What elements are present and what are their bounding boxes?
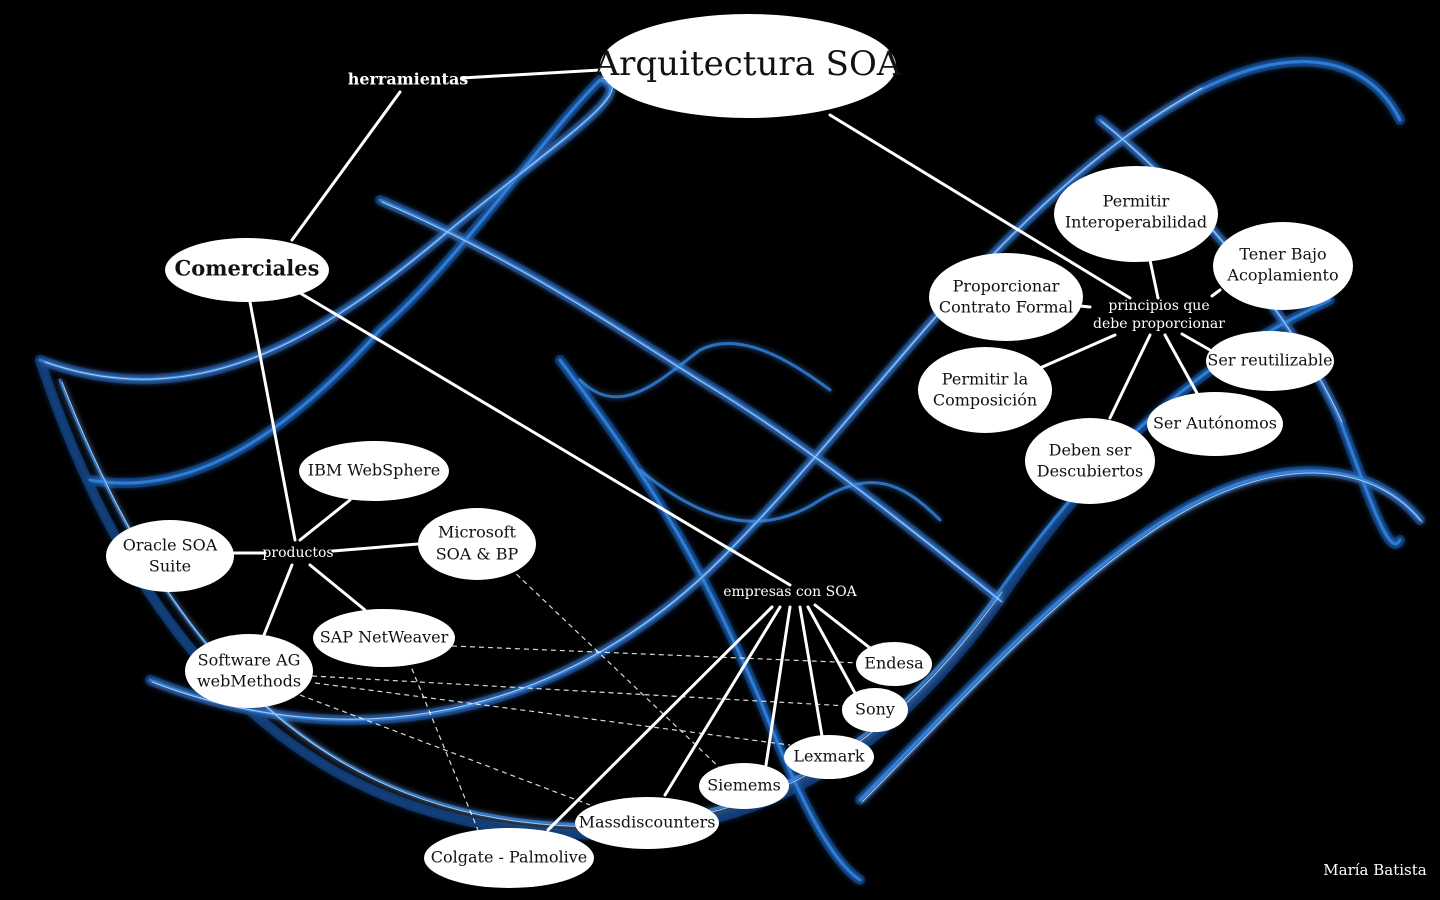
label-principios-line2: debe proporcionar xyxy=(1093,316,1225,332)
node-bajo-acoplamiento[interactable]: Tener Bajo Acoplamiento xyxy=(1213,222,1353,310)
edge-empresas-sony xyxy=(806,605,857,695)
edge-principios-interop xyxy=(1148,258,1160,300)
node-lexmark[interactable]: Lexmark xyxy=(784,735,874,779)
edge-principios-reutil xyxy=(1180,332,1212,352)
edge-empresas-siemems xyxy=(764,605,792,767)
edge-comerciales-productos xyxy=(248,300,297,542)
node-sony[interactable]: Sony xyxy=(842,688,908,732)
node-oracle-label-2: Suite xyxy=(149,557,191,576)
node-colgate-label: Colgate - Palmolive xyxy=(431,848,588,867)
node-contrato-label-2: Contrato Formal xyxy=(939,298,1073,317)
node-sap-label: SAP NetWeaver xyxy=(320,628,449,647)
node-descub-label-2: Descubiertos xyxy=(1037,462,1144,481)
fractal-background xyxy=(35,56,1425,885)
edge-empresas-massdiscounters xyxy=(663,605,782,797)
edge-empresas-endesa xyxy=(813,603,872,650)
dashed-relations xyxy=(299,567,861,836)
node-autonomos[interactable]: Ser Autónomos xyxy=(1147,392,1283,456)
node-oracle-soa-suite[interactable]: Oracle SOA Suite xyxy=(106,520,234,592)
node-microsoft-label-1: Microsoft xyxy=(438,523,517,542)
node-autonomos-label: Ser Autónomos xyxy=(1153,414,1277,433)
node-microsoft-soa-bp[interactable]: Microsoft SOA & BP xyxy=(418,508,536,580)
page-title: Arquitectura SOA xyxy=(594,44,902,84)
node-compos-label-2: Composición xyxy=(933,391,1037,410)
dash-microsoft-siemems xyxy=(509,567,723,771)
edge-empresas-lexmark xyxy=(798,605,824,738)
dash-softwareag-sony xyxy=(311,675,849,707)
edge-empresas-colgate xyxy=(546,605,774,832)
node-sap-netweaver[interactable]: SAP NetWeaver xyxy=(313,609,455,667)
edge-principios-compos xyxy=(1038,333,1117,370)
dash-sap-colgate xyxy=(404,651,481,836)
node-microsoft-label-2: SOA & BP xyxy=(436,545,519,564)
node-comerciales-label: Comerciales xyxy=(175,256,320,281)
dash-softwareag-massdiscounters xyxy=(299,694,591,806)
node-comerciales[interactable]: Comerciales xyxy=(165,238,329,302)
node-acopl-label-2: Acoplamiento xyxy=(1226,266,1338,285)
node-siemems-label: Siemems xyxy=(707,776,781,795)
node-massdiscounters-label: Massdiscounters xyxy=(579,813,716,832)
edge-comerciales-empresas xyxy=(293,288,792,587)
label-productos: productos xyxy=(262,545,333,561)
author-credit: María Batista xyxy=(1323,861,1426,879)
node-siemems[interactable]: Siemems xyxy=(699,763,789,809)
node-softwareag-label-2: webMethods xyxy=(197,672,301,691)
edge-productos-softwareag xyxy=(262,563,294,637)
title-node[interactable]: Arquitectura SOA xyxy=(594,14,902,118)
node-compos-label-1: Permitir la xyxy=(942,370,1029,389)
node-endesa-label: Endesa xyxy=(864,654,924,673)
edge-title-principios xyxy=(828,113,1132,300)
node-ibm-websphere[interactable]: IBM WebSphere xyxy=(299,441,449,501)
node-acopl-label-1: Tener Bajo xyxy=(1239,245,1326,264)
node-colgate-palmolive[interactable]: Colgate - Palmolive xyxy=(424,828,594,888)
edge-productos-sap xyxy=(308,563,367,612)
node-ibm-label: IBM WebSphere xyxy=(308,461,441,480)
dash-softwareag-lexmark xyxy=(314,682,791,746)
connectors xyxy=(228,68,1222,832)
node-massdiscounters[interactable]: Massdiscounters xyxy=(575,797,719,849)
edge-principios-acopl xyxy=(1210,288,1222,298)
node-composicion[interactable]: Permitir la Composición xyxy=(918,347,1052,433)
edge-productos-ibm xyxy=(298,498,352,542)
edge-title-herramientas xyxy=(460,68,602,80)
node-interoperabilidad[interactable]: Permitir Interoperabilidad xyxy=(1054,166,1218,262)
node-contrato-formal[interactable]: Proporcionar Contrato Formal xyxy=(929,253,1083,341)
edge-herramientas-comerciales xyxy=(290,90,402,242)
node-softwareag-label-1: Software AG xyxy=(198,651,301,670)
edge-principios-descub xyxy=(1108,333,1152,420)
node-interop-label-2: Interoperabilidad xyxy=(1065,213,1207,232)
edge-principios-autonomos xyxy=(1163,333,1200,397)
node-lexmark-label: Lexmark xyxy=(793,747,864,766)
node-oracle-label-1: Oracle SOA xyxy=(123,536,218,555)
node-reutil-label: Ser reutilizable xyxy=(1207,351,1332,370)
node-interop-label-1: Permitir xyxy=(1103,192,1170,211)
node-sony-label: Sony xyxy=(855,700,895,719)
dash-sap-endesa xyxy=(451,645,861,664)
node-endesa[interactable]: Endesa xyxy=(856,642,932,686)
edge-productos-microsoft xyxy=(331,542,420,553)
node-descub-label-1: Deben ser xyxy=(1049,441,1132,460)
node-contrato-label-1: Proporcionar xyxy=(953,277,1060,296)
label-principios-line1: principios que xyxy=(1108,298,1209,314)
label-herramientas: herramientas xyxy=(348,70,469,89)
node-software-ag[interactable]: Software AG webMethods xyxy=(185,634,313,708)
node-reutilizable[interactable]: Ser reutilizable xyxy=(1206,331,1334,391)
node-descubiertos[interactable]: Deben ser Descubiertos xyxy=(1025,418,1155,504)
label-empresas: empresas con SOA xyxy=(723,584,857,600)
